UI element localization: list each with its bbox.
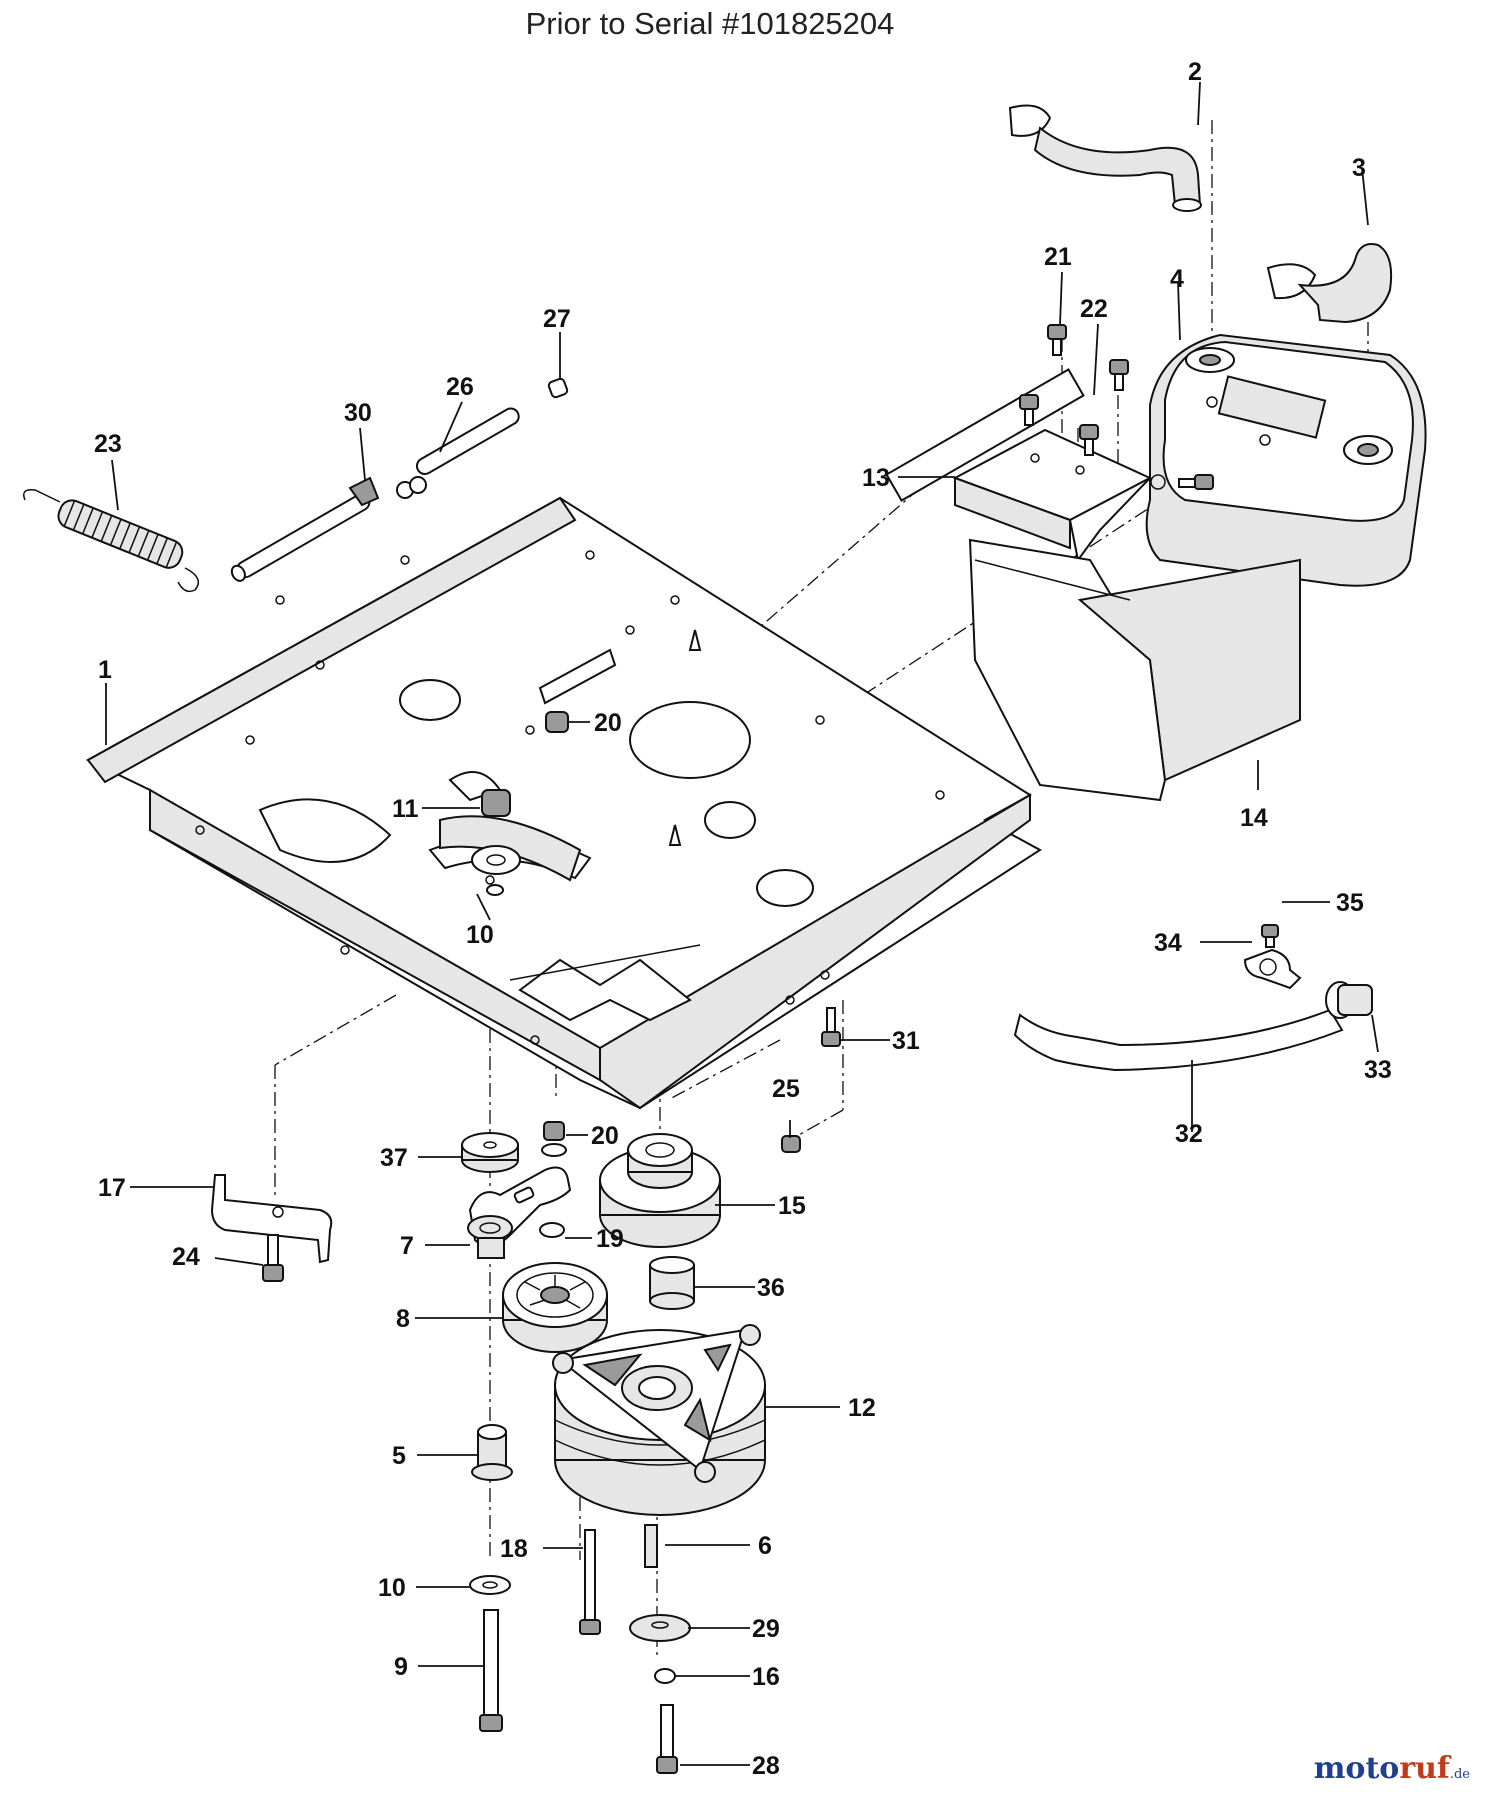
watermark-logo: motoruf.de [1314, 1751, 1470, 1786]
callout-11: 11 [392, 795, 419, 823]
diagram-title: Prior to Serial #101825204 [525, 6, 895, 41]
watermark-accent: ruf [1399, 1751, 1450, 1786]
callout-19: 19 [596, 1225, 624, 1253]
exhaust-pipe-2 [1008, 104, 1202, 212]
callout-37: 37 [380, 1144, 408, 1172]
callout-21: 21 [1044, 243, 1072, 271]
bolt-28 [656, 1704, 678, 1774]
callout-15: 15 [778, 1192, 806, 1220]
callout-22: 22 [1080, 295, 1108, 323]
callout-29: 29 [752, 1615, 780, 1643]
callout-16: 16 [752, 1663, 780, 1691]
deck-plate [85, 368, 1085, 1110]
callout-1: 1 [98, 656, 112, 684]
callout-14: 14 [1240, 804, 1268, 832]
bushing-5 [471, 1424, 513, 1481]
bolt-31 [821, 1007, 841, 1047]
bolt-9 [479, 1609, 503, 1732]
callout-28: 28 [752, 1752, 780, 1780]
watermark-main: moto [1313, 1751, 1400, 1786]
washer-19 [539, 1222, 565, 1238]
extension-spring [23, 488, 200, 593]
callout-10-lower: 10 [378, 1574, 406, 1602]
callout-20-lower: 20 [591, 1122, 619, 1150]
callout-18: 18 [500, 1535, 528, 1563]
callout-9: 9 [394, 1653, 408, 1681]
callout-27: 27 [543, 305, 571, 333]
spacer-36 [649, 1256, 695, 1310]
heat-shield [968, 538, 1301, 802]
callout-24: 24 [172, 1243, 200, 1271]
muffler-bracket [952, 428, 1153, 563]
callout-20-upper: 20 [594, 709, 622, 737]
washer-29 [629, 1614, 691, 1642]
bolts-21-22 [1019, 324, 1214, 490]
muffler [1145, 333, 1427, 587]
callout-labels: 1 2 3 4 5 6 7 8 9 10 10 11 12 13 14 15 1… [94, 58, 1392, 1780]
callout-8: 8 [396, 1305, 410, 1333]
callout-23: 23 [94, 430, 122, 458]
bolt-18 [579, 1529, 601, 1635]
callout-30: 30 [344, 399, 372, 427]
callout-10-upper: 10 [466, 921, 494, 949]
callout-7: 7 [400, 1232, 414, 1260]
watermark-suffix: .de [1449, 1767, 1470, 1782]
callout-36: 36 [757, 1274, 785, 1302]
nut-20-upper [545, 711, 569, 733]
key-6 [644, 1524, 658, 1568]
tube-and-clamp [1013, 924, 1373, 1072]
bracket-17 [210, 1174, 333, 1282]
washer-10-lower [469, 1575, 511, 1595]
callout-12: 12 [848, 1394, 876, 1422]
callout-3: 3 [1352, 154, 1366, 182]
callout-25: 25 [772, 1075, 800, 1103]
callout-5: 5 [392, 1442, 406, 1470]
nut-washer-upper [439, 789, 582, 896]
nut-25 [781, 1135, 801, 1153]
callout-26: 26 [446, 373, 474, 401]
callout-34: 34 [1154, 929, 1182, 957]
callout-17: 17 [98, 1174, 126, 1202]
callout-4: 4 [1170, 265, 1184, 293]
exhaust-pipe-3 [1266, 243, 1393, 324]
pulley-15 [599, 1133, 721, 1248]
electric-clutch-12 [552, 1324, 766, 1516]
rod-assembly [230, 377, 569, 582]
callout-13: 13 [862, 464, 890, 492]
callout-2: 2 [1188, 58, 1202, 86]
nut-20-lower [541, 1121, 567, 1157]
callout-6: 6 [758, 1532, 772, 1560]
callout-32: 32 [1175, 1120, 1203, 1148]
washer-16 [654, 1668, 676, 1684]
callout-35: 35 [1336, 889, 1364, 917]
callout-33: 33 [1364, 1056, 1392, 1084]
idler-arm-7 [467, 1166, 572, 1259]
idler-pulley-8 [502, 1262, 608, 1353]
leader-lines [105, 81, 1379, 1766]
callout-31: 31 [892, 1027, 920, 1055]
spacer-37 [461, 1132, 519, 1173]
